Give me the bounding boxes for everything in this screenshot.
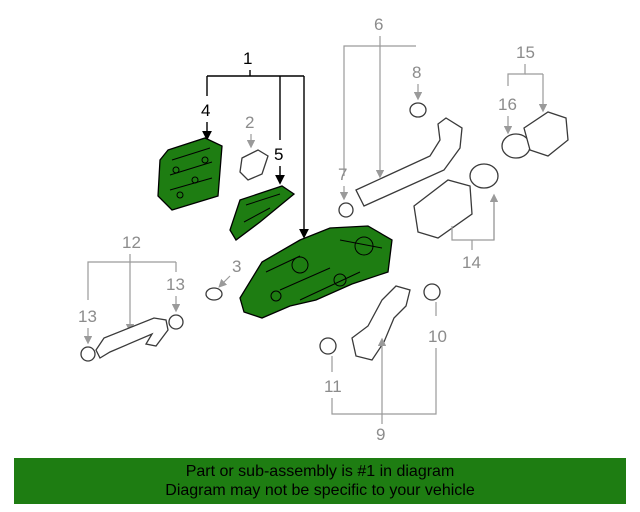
callout-2[interactable]: 2 bbox=[245, 113, 254, 132]
o-ring-part-3[interactable] bbox=[205, 287, 223, 301]
o-ring-part-13-left[interactable] bbox=[80, 346, 96, 362]
o-ring-part-14[interactable] bbox=[469, 163, 499, 189]
callout-16[interactable]: 16 bbox=[498, 95, 517, 114]
pipe-part-6[interactable] bbox=[355, 117, 463, 207]
callout-8[interactable]: 8 bbox=[412, 63, 421, 82]
pipe-part-9[interactable] bbox=[351, 285, 411, 361]
callout-13-left[interactable]: 13 bbox=[78, 307, 97, 326]
callout-14[interactable]: 14 bbox=[462, 253, 481, 272]
callout-13-right[interactable]: 13 bbox=[166, 275, 185, 294]
callout-12[interactable]: 12 bbox=[122, 233, 141, 252]
oil-filter-part-14[interactable] bbox=[413, 179, 473, 239]
o-ring-part-10[interactable] bbox=[423, 283, 441, 301]
callout-3[interactable]: 3 bbox=[232, 257, 241, 276]
notice-line-2: Diagram may not be specific to your vehi… bbox=[165, 482, 475, 499]
o-ring-part-11[interactable] bbox=[319, 337, 337, 355]
callout-15[interactable]: 15 bbox=[516, 43, 535, 62]
oil-cooler-part-4[interactable] bbox=[157, 137, 223, 211]
parts-diagram: 1 4 5 2 3 6 7 8 14 1 bbox=[78, 15, 569, 444]
callout-6[interactable]: 6 bbox=[374, 15, 383, 34]
callout-10[interactable]: 10 bbox=[428, 327, 447, 346]
o-ring-part-8[interactable] bbox=[409, 102, 427, 118]
gasket-part-5[interactable] bbox=[229, 185, 296, 241]
callout-11[interactable]: 11 bbox=[324, 377, 342, 396]
notice-line-1: Part or sub-assembly is #1 in diagram bbox=[185, 463, 455, 480]
o-ring-part-13-right[interactable] bbox=[168, 314, 184, 330]
callout-9[interactable]: 9 bbox=[376, 425, 385, 444]
notice-banner: Part or sub-assembly is #1 in diagram Di… bbox=[14, 458, 626, 504]
gasket-part-2[interactable] bbox=[239, 149, 269, 181]
callout-5[interactable]: 5 bbox=[274, 145, 283, 164]
callout-4[interactable]: 4 bbox=[201, 101, 210, 120]
o-ring-part-7[interactable] bbox=[338, 202, 354, 218]
filter-cap-part-15[interactable] bbox=[523, 111, 569, 157]
callout-1[interactable]: 1 bbox=[243, 49, 252, 68]
callout-7[interactable]: 7 bbox=[338, 165, 347, 184]
callout-1-leaders bbox=[202, 70, 309, 239]
pipe-part-12[interactable] bbox=[95, 317, 169, 359]
oil-filter-housing[interactable] bbox=[239, 225, 393, 319]
o-ring-part-16[interactable] bbox=[501, 133, 531, 159]
